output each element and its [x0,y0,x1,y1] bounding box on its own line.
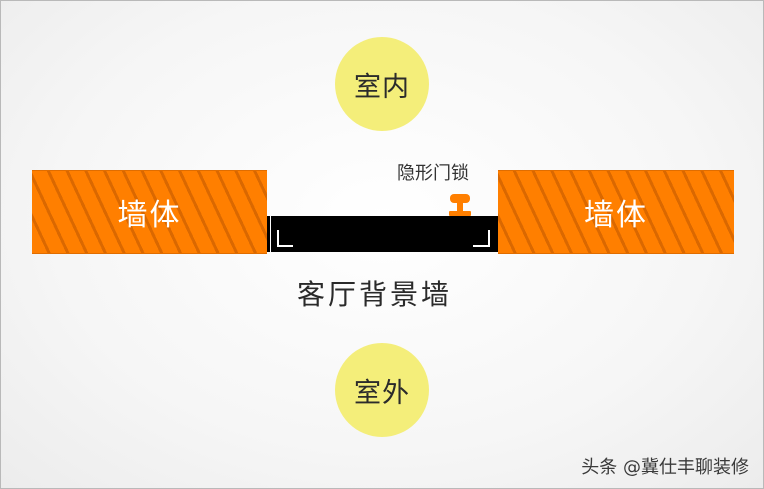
hinge-left [277,230,293,247]
door-section [267,194,498,252]
wall-left: 墙体 [32,170,267,254]
watermark: 头条 @冀仕丰聊装修 [581,457,749,478]
hidden-lock-label: 隐形门锁 [397,163,469,184]
door-frame-left [267,216,270,252]
living-room-wall-label: 客厅背景墙 [297,278,453,311]
indoor-circle: 室内 [335,37,429,131]
wall-right-label: 墙体 [584,198,648,233]
wall-left-label: 墙体 [117,198,182,233]
outdoor-label: 室外 [354,377,410,409]
door-leaf [271,216,495,252]
wall-right: 墙体 [498,170,734,254]
indoor-label: 室内 [354,71,410,103]
hidden-lock-icon [449,194,471,216]
hinge-right [473,230,490,247]
outdoor-circle: 室外 [335,343,429,437]
door-frame-right [495,216,498,252]
